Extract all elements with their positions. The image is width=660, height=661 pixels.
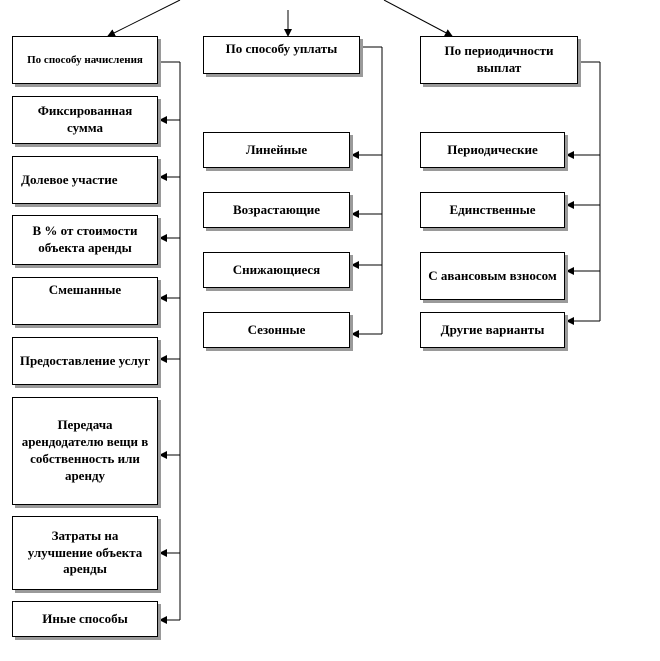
item-services: Предоставление услуг: [12, 337, 158, 385]
item-improvement-costs: Затраты на улучшение объекта аренды: [12, 516, 158, 590]
item-single: Единственные: [420, 192, 565, 228]
item-decreasing: Снижающиеся: [203, 252, 350, 288]
item-transfer-of-thing: Передача арендодателю вещи в собственнос…: [12, 397, 158, 505]
item-periodic: Периодические: [420, 132, 565, 168]
item-advance-payment: С авансовым взносом: [420, 252, 565, 300]
item-other-variants: Другие варианты: [420, 312, 565, 348]
item-fixed-sum: Фиксированная сумма: [12, 96, 158, 144]
item-mixed: Смешанные: [12, 277, 158, 325]
header-payment-method: По способу уплаты: [203, 36, 360, 74]
header-accrual-method: По способу начисления: [12, 36, 158, 84]
item-increasing: Возрастающие: [203, 192, 350, 228]
top-arrow-1: [107, 0, 181, 37]
item-linear: Линейные: [203, 132, 350, 168]
header-payment-frequency: По периодичности выплат: [420, 36, 578, 84]
item-share-participation: Долевое участие: [12, 156, 158, 204]
item-percent-of-value: В % от стоимости объекта аренды: [12, 215, 158, 265]
top-arrow-3: [383, 0, 453, 37]
item-other-methods: Иные способы: [12, 601, 158, 637]
item-seasonal: Сезонные: [203, 312, 350, 348]
